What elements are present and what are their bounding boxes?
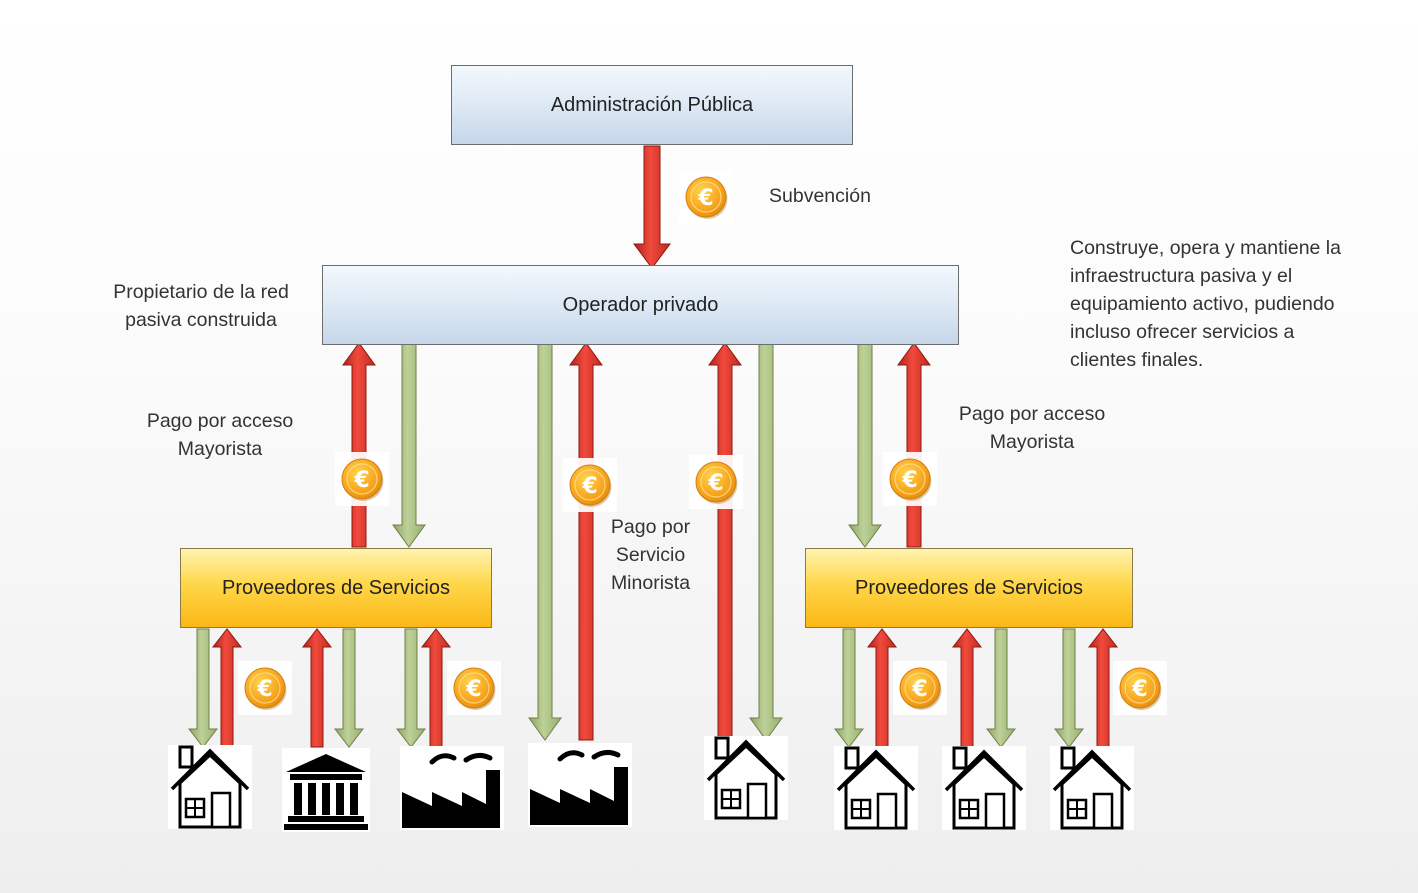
coin-right-house3: € (1113, 661, 1167, 715)
pago-mayorista-left-label: Pago por acceso Mayorista (130, 407, 310, 463)
pago-minorista-line-3: Minorista (610, 572, 691, 594)
svc-right-house1-arrow (833, 628, 865, 748)
pago-mayorista-left-line-1: Pago por acceso (146, 410, 294, 432)
provider-left-label: Proveedores de Servicios (222, 576, 450, 599)
service-right-arrow (848, 342, 882, 548)
pay-right-house1-arrow (866, 628, 898, 748)
euro-symbol: € (1131, 677, 1147, 702)
pago-minorista-label: Pago por Servicio Minorista (598, 513, 703, 597)
direct-service-house-arrow (749, 342, 783, 741)
euro-symbol: € (901, 468, 917, 493)
pay-left-house-arrow (211, 628, 243, 748)
coin-minorista: € (563, 458, 617, 512)
provider-right-label: Proveedores de Servicios (855, 576, 1083, 599)
description-line-2: infraestructura pasiva y el (1070, 265, 1293, 287)
propietario-line-2: pasiva construida (125, 309, 277, 331)
coin-right-house1: € (893, 661, 947, 715)
propietario-line-1: Propietario de la red (113, 281, 289, 303)
euro-symbol: € (707, 471, 723, 496)
subvencion-arrow (633, 145, 671, 269)
svc-left-house-arrow (187, 628, 219, 748)
coin-left-house: € (238, 661, 292, 715)
pay-right-house3-arrow (1087, 628, 1119, 748)
description-line-1: Construye, opera y mantiene la (1070, 237, 1341, 259)
coin-mayorista-left: € (335, 452, 389, 506)
admin-box-label: Administración Pública (550, 93, 754, 116)
euro-symbol: € (911, 677, 927, 702)
pago-minorista-line-1: Pago por (610, 516, 691, 538)
svc-left-factory-arrow (395, 628, 427, 748)
description-line-3: equipamiento activo, pudiendo (1070, 293, 1335, 315)
operator-box: Operador privado (322, 265, 959, 345)
coin-left-factory: € (447, 661, 501, 715)
pago-mayorista-right-line-1: Pago por acceso (958, 403, 1106, 425)
svc-left-bank-arrow (333, 628, 365, 748)
euro-symbol: € (465, 677, 481, 702)
provider-left-box: Proveedores de Servicios (180, 548, 492, 628)
euro-symbol: € (256, 677, 272, 702)
direct-pay-house-arrow (708, 342, 742, 741)
operator-description: Construye, opera y mantiene la infraestr… (1070, 234, 1382, 374)
pay-left-bank-arrow (301, 628, 333, 748)
direct-service-factory-arrow (528, 342, 562, 741)
pay-right-house2-arrow (951, 628, 983, 748)
pago-mayorista-left-arrow (342, 342, 376, 548)
euro-symbol: € (581, 474, 597, 499)
service-left-arrow (392, 342, 426, 548)
subvencion-label: Subvención (769, 185, 871, 207)
direct-pay-factory-arrow (569, 342, 603, 741)
propietario-label: Propietario de la red pasiva construida (95, 278, 307, 334)
pago-minorista-line-2: Servicio (615, 544, 686, 566)
svc-right-house3-arrow (1053, 628, 1085, 748)
svc-right-house2-arrow (985, 628, 1017, 748)
euro-symbol: € (353, 468, 369, 493)
coin-direct-house: € (689, 455, 743, 509)
euro-symbol: € (697, 186, 713, 211)
pago-mayorista-right-line-2: Mayorista (989, 431, 1075, 453)
provider-right-box: Proveedores de Servicios (805, 548, 1133, 628)
admin-box: Administración Pública (451, 65, 853, 145)
pago-mayorista-right-label: Pago por acceso Mayorista (942, 400, 1122, 456)
coin-mayorista-right: € (883, 452, 937, 506)
pay-left-factory-arrow (420, 628, 452, 748)
operator-box-label: Operador privado (562, 293, 719, 316)
description-line-5: clientes finales. (1070, 349, 1204, 371)
coin-subvencion: € (679, 170, 733, 224)
pago-mayorista-left-line-2: Mayorista (177, 438, 263, 460)
description-line-4: incluso ofrecer servicios a (1070, 321, 1295, 343)
pago-mayorista-right-arrow (897, 342, 931, 548)
